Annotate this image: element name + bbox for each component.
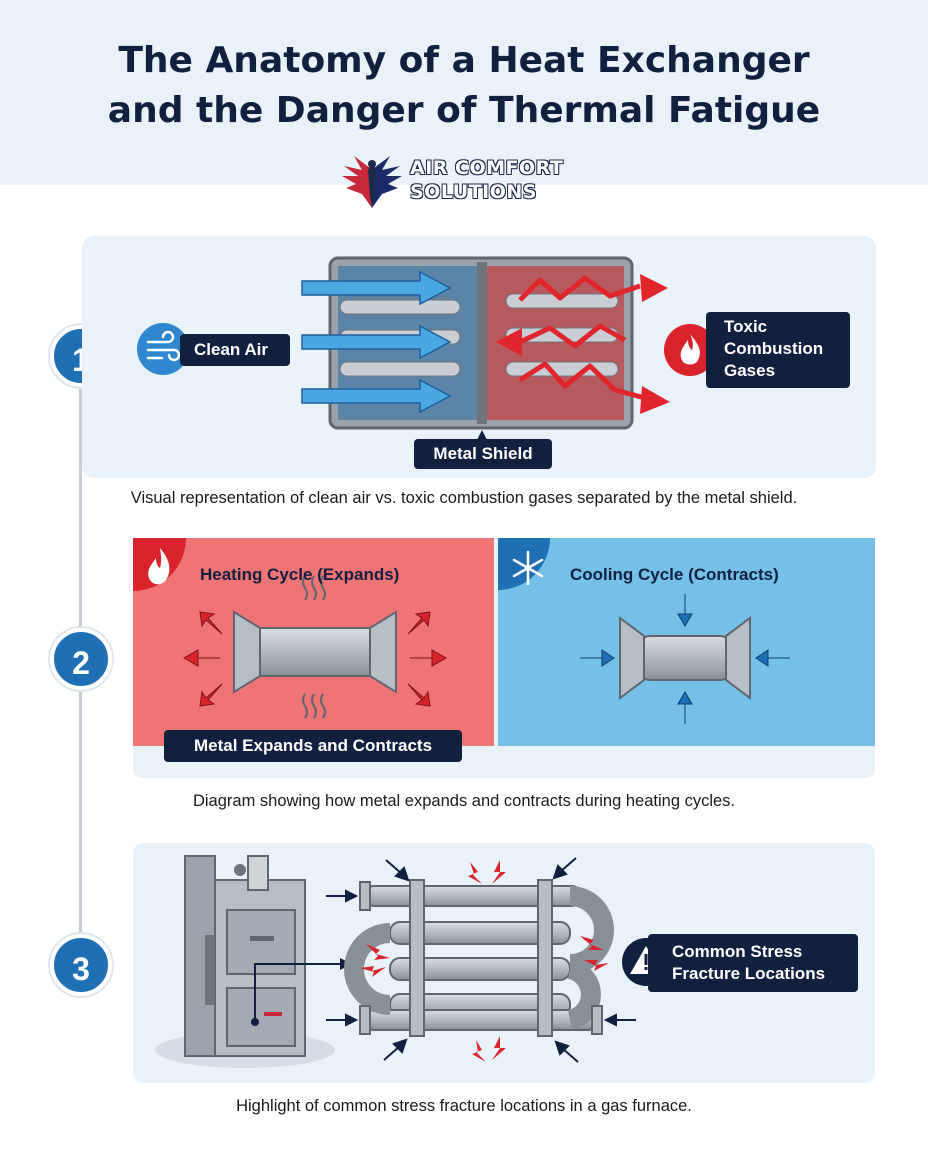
section-2-caption: Diagram showing how metal expands and co… bbox=[192, 792, 736, 810]
metal-shield-label: Metal Shield bbox=[414, 439, 552, 469]
logo: AIR COMFORT SOLUTIONS bbox=[340, 148, 600, 218]
expanded-pipe bbox=[233, 610, 397, 694]
section-3-diagram bbox=[133, 843, 875, 1083]
logo-text: AIR COMFORT SOLUTIONS bbox=[410, 156, 563, 204]
title-line-1: The Anatomy of a Heat Exchanger bbox=[118, 40, 810, 81]
shield-pointer bbox=[477, 430, 487, 440]
serpentine-exchanger bbox=[344, 879, 614, 1037]
toxic-arrowheads bbox=[496, 274, 670, 414]
fracture-locations-label: Common Stress Fracture Locations bbox=[648, 934, 858, 992]
crack-marks bbox=[360, 860, 609, 1062]
section-3-caption: Highlight of common stress fracture loca… bbox=[236, 1097, 692, 1115]
furnace-icon bbox=[155, 855, 335, 1068]
wind-icon bbox=[137, 323, 189, 375]
toxic-line-1: Toxic bbox=[724, 317, 768, 336]
heating-cycle-label: Heating Cycle (Expands) bbox=[200, 565, 400, 584]
fire-icon bbox=[664, 324, 716, 376]
toxic-line-3: Gases bbox=[724, 361, 776, 380]
page-title: The Anatomy of a Heat Exchanger and the … bbox=[0, 36, 928, 136]
step-2-badge: 2 bbox=[50, 628, 112, 690]
fracture-line-1: Common Stress bbox=[672, 942, 803, 961]
flame-icon bbox=[148, 548, 170, 585]
clean-air-text: Clean Air bbox=[194, 340, 269, 359]
logo-line-2: SOLUTIONS bbox=[410, 181, 537, 203]
clean-air-arrows bbox=[301, 270, 452, 414]
toxic-gas-arrows bbox=[518, 275, 646, 401]
contracted-pipe bbox=[619, 616, 751, 700]
section-2-diagram bbox=[133, 538, 875, 778]
logo-line-1: AIR COMFORT bbox=[410, 157, 564, 179]
metal-shield bbox=[477, 262, 487, 424]
header-band bbox=[0, 0, 928, 185]
section-1-caption: Visual representation of clean air vs. t… bbox=[130, 489, 798, 507]
toxic-gases-label: Toxic Combustion Gases bbox=[706, 312, 850, 388]
toxic-line-2: Combustion bbox=[724, 339, 824, 358]
expand-contract-label: Metal Expands and Contracts bbox=[164, 730, 462, 762]
step-3-badge: 3 bbox=[50, 934, 112, 996]
title-line-2: and the Danger of Thermal Fatigue bbox=[107, 90, 821, 131]
clean-air-label: Clean Air bbox=[180, 334, 290, 366]
heat-exchanger-box bbox=[328, 256, 634, 430]
snowflake-icon bbox=[512, 550, 544, 586]
fracture-line-2: Fracture Locations bbox=[672, 964, 826, 983]
eagle-icon bbox=[342, 156, 402, 208]
cooling-cycle-label: Cooling Cycle (Contracts) bbox=[570, 565, 779, 584]
